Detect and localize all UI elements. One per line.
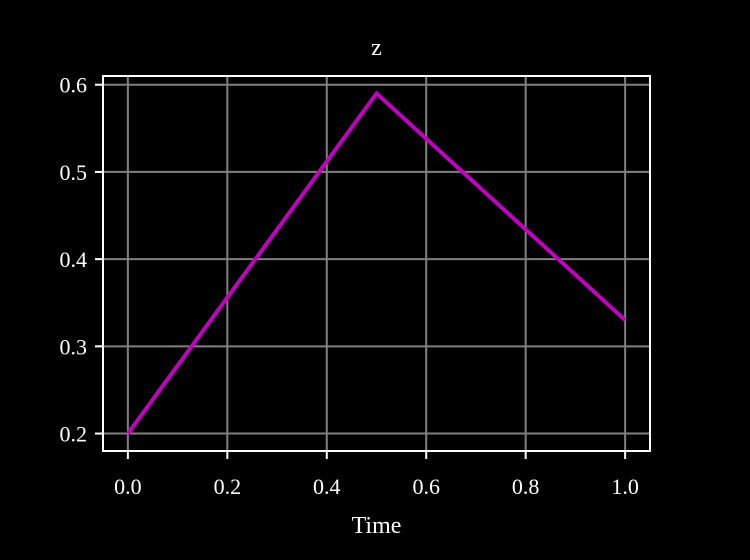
x-tick-label: 0.8 (512, 474, 540, 499)
series-layer (126, 90, 627, 435)
y-tick-label: 0.2 (60, 422, 88, 447)
y-tick-label: 0.4 (60, 247, 88, 272)
x-tick-label: 1.0 (611, 474, 639, 499)
y-tick-label: 0.3 (60, 334, 88, 359)
y-tick-label: 0.6 (60, 73, 88, 98)
x-tick-label: 0.0 (114, 474, 142, 499)
chart-title: z (371, 35, 382, 61)
x-tick-label: 0.6 (412, 474, 440, 499)
x-tick-label: 0.4 (313, 474, 341, 499)
x-tick-label: 0.2 (214, 474, 242, 499)
axis-ticks: 0.0 0.2 0.4 0.6 0.8 1.0 0.2 0.3 0.4 0.5 0.6 (60, 73, 639, 499)
x-axis-title: Time (352, 513, 402, 539)
y-tick-label: 0.5 (60, 160, 88, 185)
plot-frame (102, 75, 651, 452)
grid-lines (103, 76, 650, 451)
series-line (126, 90, 627, 435)
